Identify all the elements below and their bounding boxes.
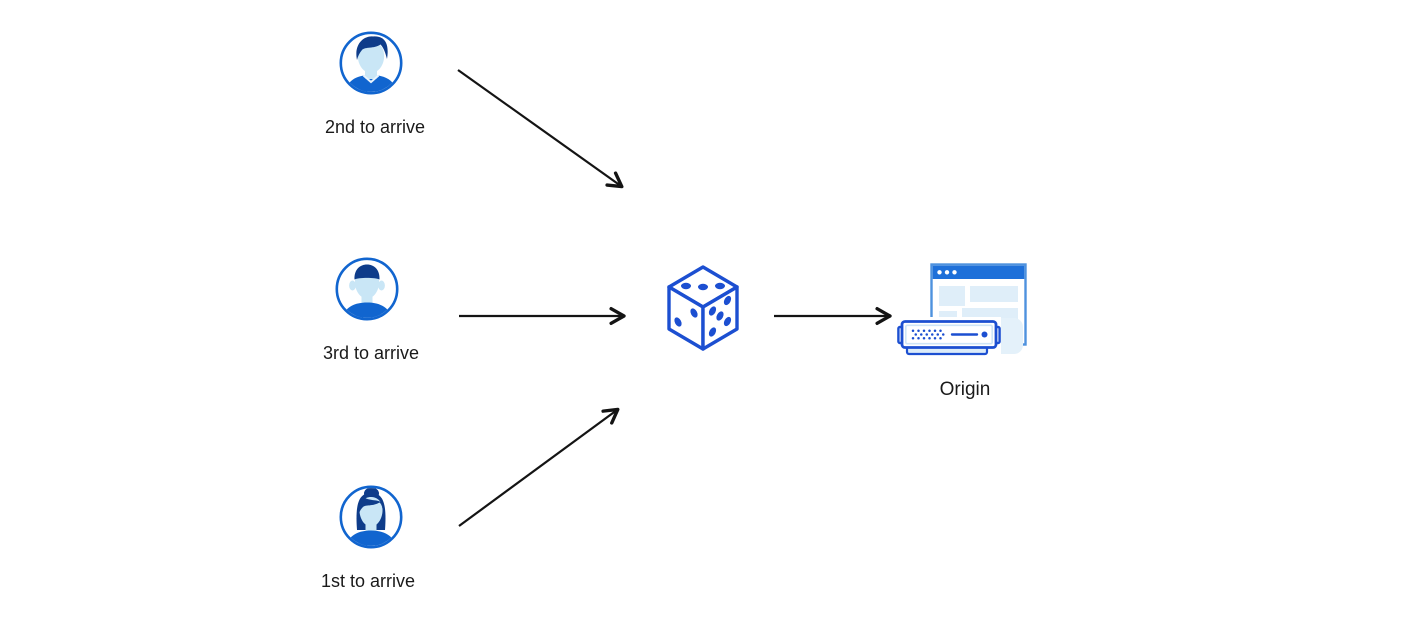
label-user-second: 2nd to arrive bbox=[324, 117, 426, 137]
arrow-second-to-dice bbox=[457, 69, 624, 189]
label-origin: Origin bbox=[939, 379, 991, 400]
label-user-third: 3rd to arrive bbox=[322, 343, 420, 363]
node-user-first bbox=[338, 484, 404, 550]
female-avatar-bun-icon bbox=[339, 485, 403, 549]
node-user-second bbox=[338, 30, 404, 96]
arrow-first-to-dice bbox=[458, 407, 620, 527]
male-avatar-swept-hair-icon bbox=[339, 31, 403, 95]
dice-icon bbox=[667, 265, 739, 351]
node-dice bbox=[666, 264, 740, 352]
node-origin bbox=[897, 263, 1029, 365]
origin-server-icon bbox=[897, 263, 1027, 356]
node-user-third bbox=[334, 256, 400, 322]
label-user-first: 1st to arrive bbox=[320, 571, 416, 591]
male-avatar-flat-hair-icon bbox=[335, 257, 399, 321]
